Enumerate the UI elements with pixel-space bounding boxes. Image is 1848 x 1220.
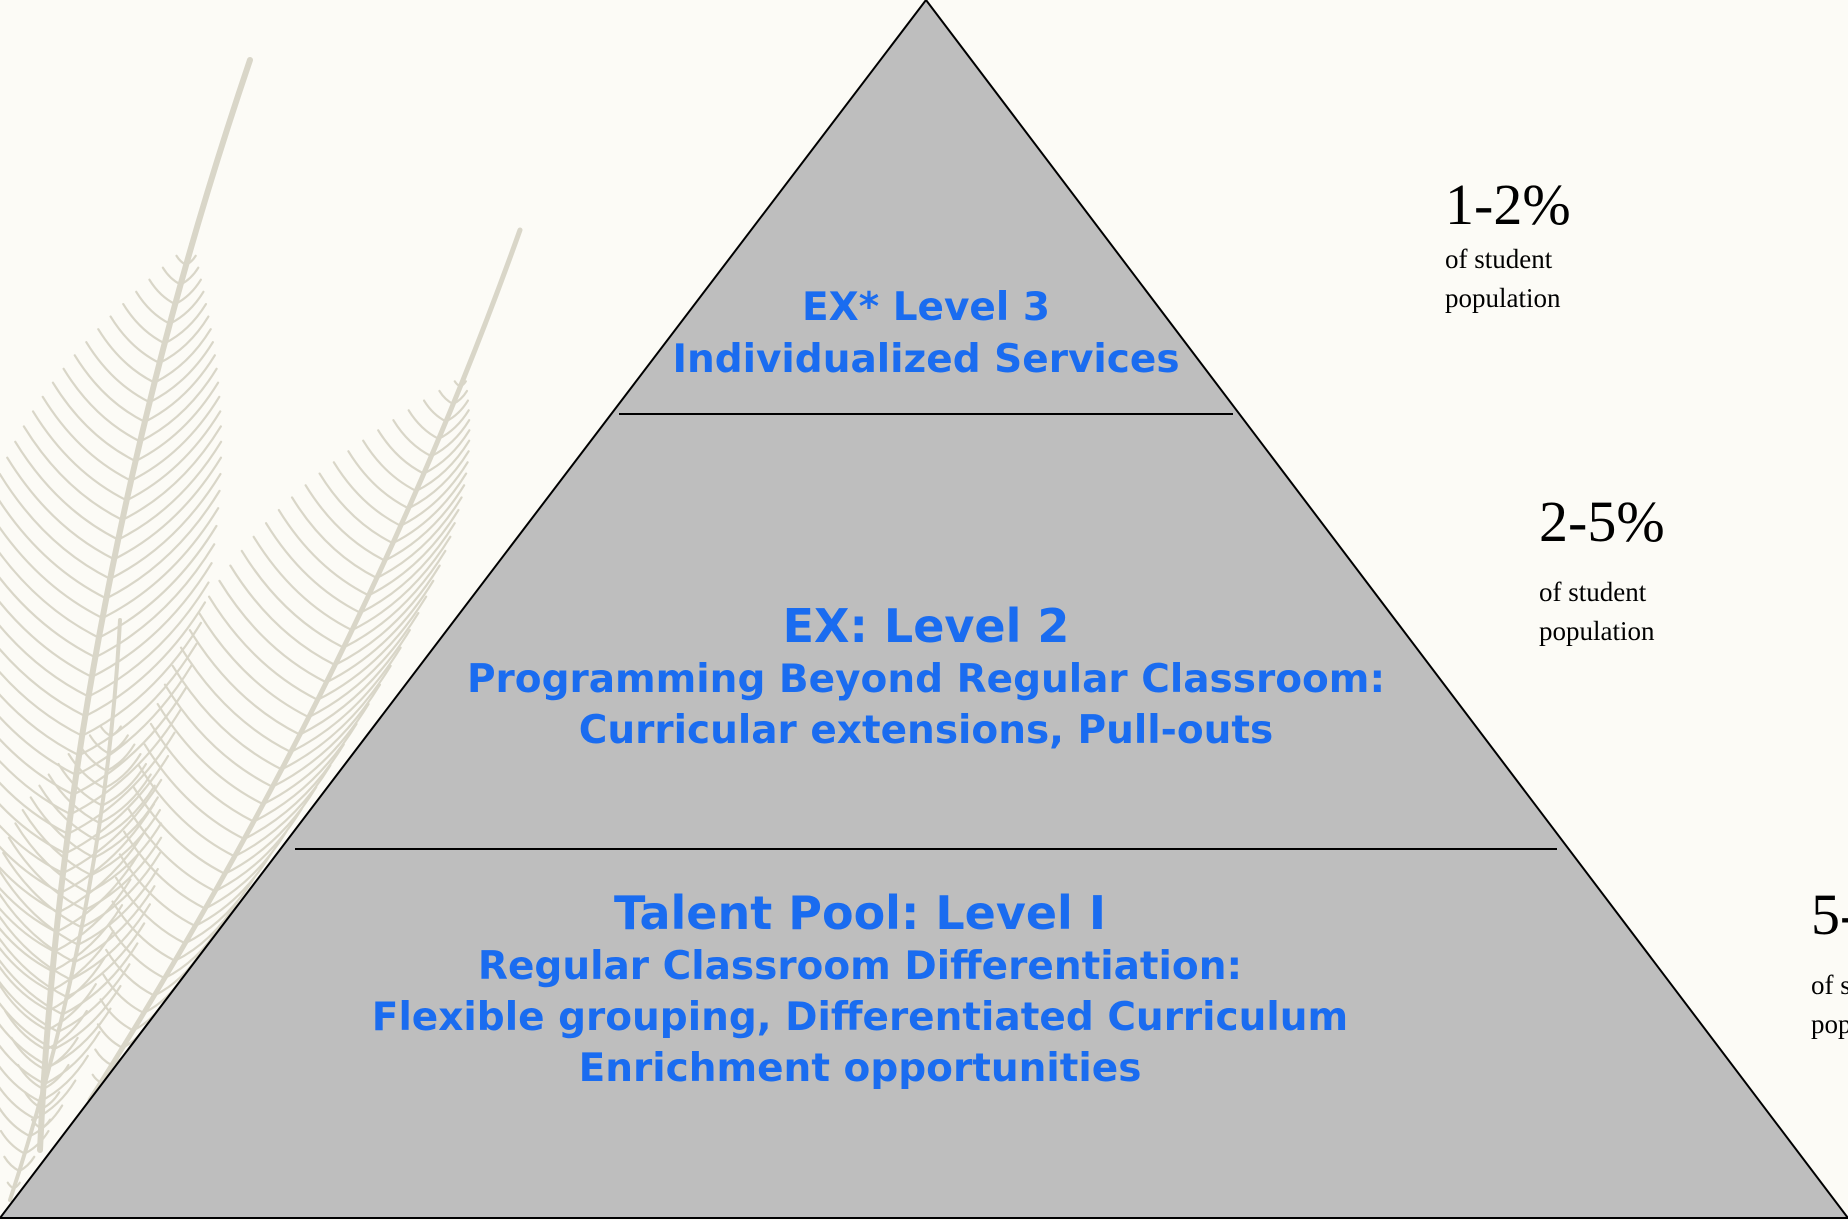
tier-level-1: Talent Pool: Level I Regular Classroom D…	[310, 885, 1410, 1094]
percentage-caption: of student population	[1811, 970, 1848, 1040]
tier-level-2-title: EX: Level 2	[782, 599, 1070, 653]
percentage-value: 5-	[1811, 882, 1848, 947]
percentage-caption: of student population	[1445, 244, 1561, 314]
percentage-caption: of student population	[1539, 577, 1655, 647]
tier-level-3: EX* Level 3 Individualized Services	[626, 282, 1226, 386]
tier-level-1-detail: Flexible grouping, Differentiated Curric…	[371, 995, 1349, 1040]
percentage-level-2: 2-5% of student population	[1539, 493, 1689, 651]
tier-level-3-subtitle: Individualized Services	[672, 337, 1180, 382]
percentage-level-3: 1-2% of student population	[1445, 176, 1595, 318]
percentage-value: 2-5%	[1539, 489, 1665, 554]
tier-level-2-detail: Curricular extensions, Pull-outs	[578, 708, 1274, 753]
tier-level-1-subtitle: Regular Classroom Differentiation:	[477, 944, 1243, 989]
tier-level-1-title: Talent Pool: Level I	[614, 886, 1106, 940]
percentage-value: 1-2%	[1445, 172, 1571, 237]
percentage-level-1: 5- of student population	[1811, 886, 1848, 1044]
tier-level-2-subtitle: Programming Beyond Regular Classroom:	[466, 657, 1386, 702]
tier-level-1-extra: Enrichment opportunities	[578, 1046, 1142, 1091]
feather-icon	[0, 57, 523, 1202]
tier-level-3-title: EX* Level 3	[802, 285, 1050, 330]
tier-level-2: EX: Level 2 Programming Beyond Regular C…	[426, 598, 1426, 756]
